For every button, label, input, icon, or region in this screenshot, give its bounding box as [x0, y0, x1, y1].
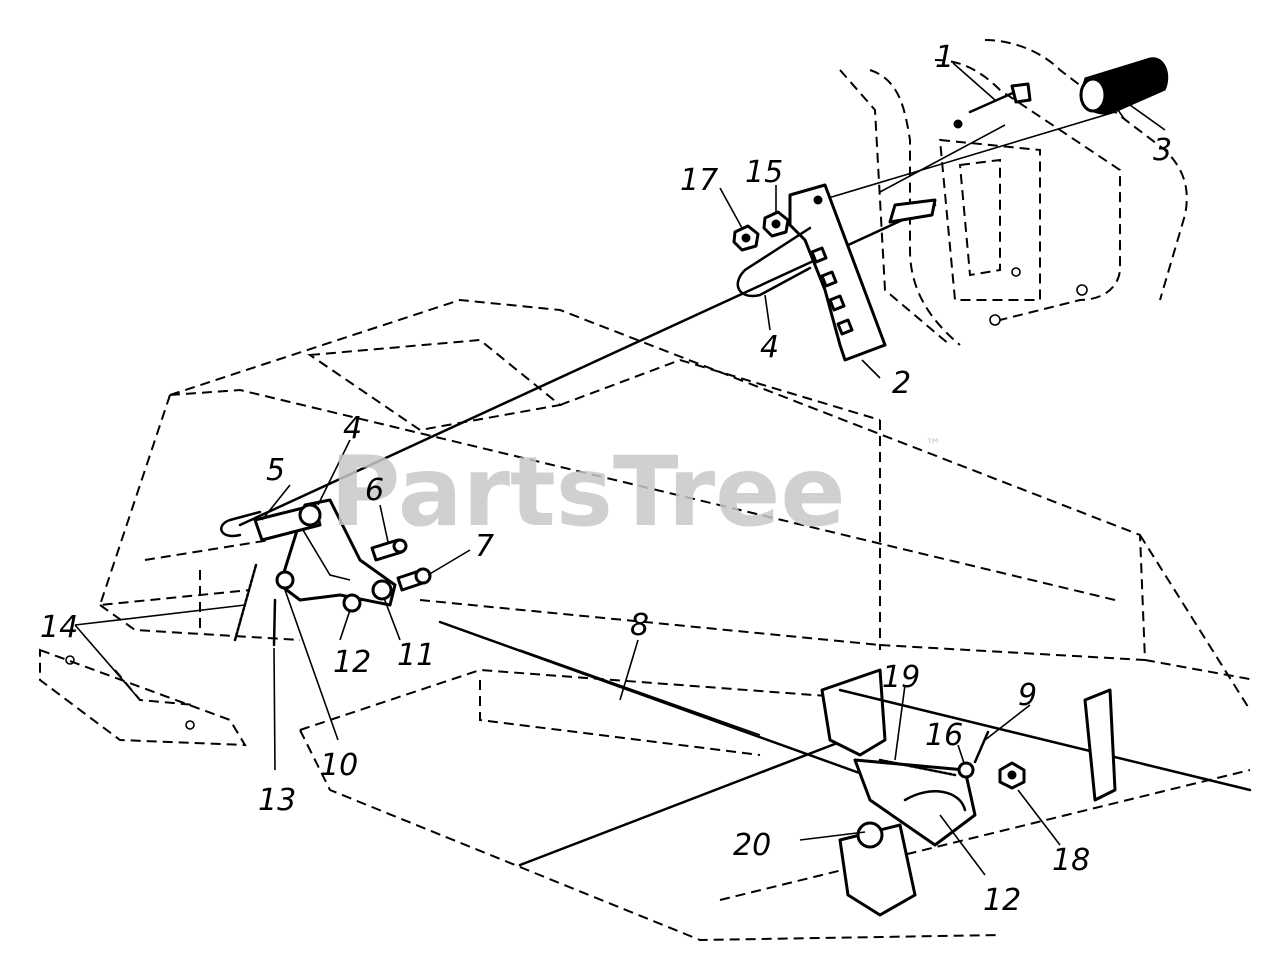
pin-part-6 [370, 538, 408, 562]
panel-hole [989, 314, 1001, 326]
callout-2: 2 [892, 366, 911, 401]
callout-19: 19 [882, 660, 920, 695]
callout-18: 18 [1052, 843, 1090, 878]
watermark-text: PartsTree [330, 436, 845, 548]
rod-guideline [804, 111, 1116, 206]
screw-part-1 [953, 82, 1032, 129]
handle-grip-part-3 [1079, 57, 1169, 121]
callout-4-lower: 4 [343, 411, 362, 446]
nut-part-15 [762, 210, 790, 238]
bracket-hole [185, 720, 195, 730]
callout-3: 3 [1153, 133, 1172, 168]
bolt-part-7 [396, 567, 432, 592]
callout-17: 17 [680, 163, 718, 198]
rod-guideline [879, 124, 1006, 193]
lower-frame-outline [299, 668, 1251, 942]
callout-7: 7 [475, 529, 494, 564]
rod-end-part-5 [220, 510, 262, 538]
callout-20: 20 [733, 828, 771, 863]
rod-end-part-4-upper [736, 226, 812, 298]
callout-9: 9 [1018, 678, 1037, 713]
callout-1: 1 [935, 40, 954, 75]
callout-16: 16 [925, 718, 963, 753]
rear-lift-mechanism [820, 668, 1252, 917]
callout-13: 13 [258, 783, 296, 818]
spring-part-14 [233, 563, 258, 642]
callout-8: 8 [630, 608, 649, 643]
callout-6: 6 [365, 473, 384, 508]
callout-5: 5 [266, 453, 285, 488]
rod-thread [888, 198, 937, 224]
callout-10: 10 [320, 748, 358, 783]
rod-part-8 [438, 620, 867, 867]
callout-14: 14 [40, 610, 78, 645]
bolt-part-9 [973, 730, 990, 764]
nut-part-18 [998, 761, 1026, 790]
panel-hole [1076, 284, 1088, 296]
lift-bracket-part-2 [788, 183, 887, 362]
watermark-trademark: ™ [925, 435, 941, 454]
callout-15: 15 [745, 155, 783, 190]
leader-lines [74, 62, 1166, 876]
bracket-hole [65, 655, 75, 665]
callout-11: 11 [397, 638, 435, 673]
callout-12-right: 12 [983, 883, 1021, 918]
callout-12-left: 12 [333, 645, 371, 680]
nut-part-17 [732, 224, 760, 252]
washer-part-16 [957, 761, 975, 779]
panel-hole [1011, 267, 1021, 277]
lift-arm-assembly [253, 498, 397, 613]
deck-housing-outline [98, 298, 1256, 711]
cotter-pin-part-13 [272, 598, 277, 647]
callout-4-upper: 4 [760, 330, 779, 365]
